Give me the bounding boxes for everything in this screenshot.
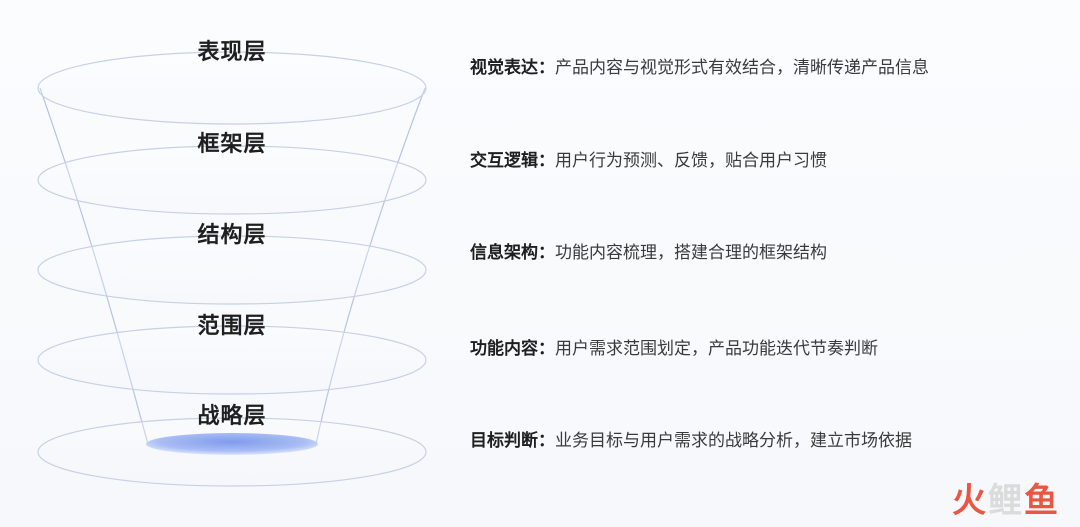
layer-title-strategy: 战略层 (197, 404, 267, 429)
layer-title-presentation: 表现层 (197, 40, 267, 65)
description-key: 视觉表达 (470, 58, 538, 78)
layer-ring-2 (37, 145, 427, 215)
description-colon: ： (538, 151, 555, 171)
description-key: 功能内容 (470, 339, 538, 359)
funnel-right-line (315, 87, 426, 445)
description-text: 业务目标与用户需求的战略分析，建立市场依据 (555, 431, 912, 451)
layer-title-scope: 范围层 (197, 314, 267, 339)
watermark-logo: 火鲤鱼 (952, 481, 1058, 521)
description-key: 信息架构 (470, 243, 538, 263)
description-colon: ： (538, 431, 555, 451)
description-colon: ： (538, 58, 555, 78)
watermark-char: 火 (952, 481, 986, 521)
description-colon: ： (538, 243, 555, 263)
description-text: 用户需求范围划定，产品功能迭代节奏判断 (555, 339, 878, 359)
funnel-base-disk (146, 433, 318, 455)
watermark-char: 鲤 (988, 481, 1022, 521)
layer-description-2: 交互逻辑：用户行为预测、反馈，贴合用户习惯 (470, 150, 827, 172)
layer-description-5: 目标判断：业务目标与用户需求的战略分析，建立市场依据 (470, 430, 912, 452)
layer-ring-3 (37, 235, 427, 305)
layer-ring-4 (37, 325, 427, 395)
layer-title-structure: 结构层 (197, 223, 267, 248)
description-text: 产品内容与视觉形式有效结合，清晰传递产品信息 (555, 58, 929, 78)
description-colon: ： (538, 339, 555, 359)
layer-description-4: 功能内容：用户需求范围划定，产品功能迭代节奏判断 (470, 338, 878, 360)
description-key: 目标判断 (470, 431, 538, 451)
layer-title-framework: 框架层 (197, 132, 267, 157)
funnel-left-line (39, 87, 149, 445)
description-key: 交互逻辑 (470, 151, 538, 171)
layer-description-3: 信息架构：功能内容梳理，搭建合理的框架结构 (470, 242, 827, 264)
layer-description-1: 视觉表达：产品内容与视觉形式有效结合，清晰传递产品信息 (470, 57, 929, 79)
watermark-char: 鱼 (1024, 481, 1058, 521)
description-text: 功能内容梳理，搭建合理的框架结构 (555, 243, 827, 263)
description-text: 用户行为预测、反馈，贴合用户习惯 (555, 151, 827, 171)
layer-ring-1 (37, 51, 427, 125)
